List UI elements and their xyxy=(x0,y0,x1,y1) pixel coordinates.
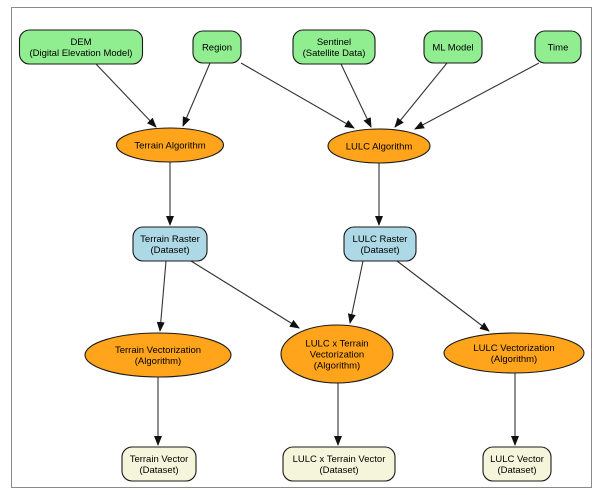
node-label: Region xyxy=(202,42,232,53)
edge-lulc-raster-to-lulc-x-terrain-vectorization xyxy=(347,260,364,324)
node-label: ML Model xyxy=(432,42,473,53)
node-label: LULC x Terrain Vector xyxy=(293,454,386,465)
node-lulc-vectorization: LULC Vectorization(Algorithm) xyxy=(443,332,585,374)
node-label: LULC Vector xyxy=(490,454,544,465)
node-time: Time xyxy=(534,30,582,64)
edges-layer xyxy=(95,62,540,446)
ellipse-shape xyxy=(115,127,225,163)
node-label: Sentinel xyxy=(317,37,351,48)
edge-terrain-raster-to-terrain-vectorization xyxy=(156,260,167,332)
node-label: (Dataset) xyxy=(497,465,536,476)
node-label: LULC Algorithm xyxy=(346,141,413,152)
edge-ml-model-to-lulc-algorithm xyxy=(394,62,448,128)
node-label: Terrain Algorithm xyxy=(134,140,205,151)
rounded-box-shape xyxy=(121,446,197,482)
rounded-box-shape xyxy=(18,29,144,65)
nodes-layer: DEM(Digital Elevation Model) Region Sentin… xyxy=(18,29,585,482)
node-region: Region xyxy=(192,30,242,64)
node-label: (Algorithm) xyxy=(314,360,360,371)
edge-sentinel-to-lulc-algorithm xyxy=(340,63,372,128)
node-label: Terrain Vectorization xyxy=(115,345,201,356)
node-label: LULC Raster xyxy=(353,234,408,245)
edge-lulc-raster-to-lulc-vectorization xyxy=(396,260,490,332)
node-lulc-vector: LULC Vector(Dataset) xyxy=(482,446,552,482)
node-label: (Dataset) xyxy=(319,465,358,476)
edge-time-to-lulc-algorithm xyxy=(414,62,540,130)
node-terrain-vector: Terrain Vector(Dataset) xyxy=(121,446,197,482)
node-label: DEM xyxy=(70,37,91,48)
edge-terrain-raster-to-lulc-x-terrain-vectorization xyxy=(190,260,300,329)
node-label: Time xyxy=(548,42,569,53)
node-terrain-algorithm: Terrain Algorithm xyxy=(115,127,225,163)
rounded-box-shape xyxy=(132,226,208,262)
diagram-border xyxy=(11,7,592,488)
node-sentinel: Sentinel(Satellite Data) xyxy=(292,29,376,65)
node-label: (Dataset) xyxy=(139,465,178,476)
ellipse-shape xyxy=(327,128,431,164)
node-ml-model: ML Model xyxy=(423,30,483,64)
rounded-box-shape xyxy=(482,446,552,482)
ellipse-shape xyxy=(443,332,585,374)
rounded-box-shape xyxy=(192,30,242,64)
rounded-box-shape xyxy=(282,446,396,482)
edge-dem-to-terrain-algorithm xyxy=(95,63,157,128)
node-label: Vectorization xyxy=(310,349,364,360)
rounded-box-shape xyxy=(292,29,376,65)
node-label: (Dataset) xyxy=(150,245,189,256)
edge-region-to-lulc-algorithm xyxy=(240,62,355,129)
node-label: (Digital Elevation Model) xyxy=(30,48,133,59)
node-label: (Algorithm) xyxy=(491,354,537,365)
node-label: Terrain Vector xyxy=(130,454,189,465)
node-label: LULC x Terrain xyxy=(305,338,368,349)
node-label: (Dataset) xyxy=(360,245,399,256)
node-terrain-raster: Terrain Raster(Dataset) xyxy=(132,226,208,262)
rounded-box-shape xyxy=(534,30,582,64)
node-lulc-x-terrain-vector: LULC x Terrain Vector(Dataset) xyxy=(282,446,396,482)
node-label: Terrain Raster xyxy=(140,234,200,245)
node-label: LULC Vectorization xyxy=(473,343,554,354)
rounded-box-shape xyxy=(423,30,483,64)
rounded-box-shape xyxy=(343,226,417,262)
node-terrain-vectorization: Terrain Vectorization(Algorithm) xyxy=(84,332,232,378)
node-label: (Algorithm) xyxy=(135,356,181,367)
node-lulc-algorithm: LULC Algorithm xyxy=(327,128,431,164)
edge-region-to-terrain-algorithm xyxy=(182,62,211,127)
ellipse-shape xyxy=(84,332,232,378)
node-dem: DEM(Digital Elevation Model) xyxy=(18,29,144,65)
node-label: (Satellite Data) xyxy=(303,48,366,59)
node-lulc-raster: LULC Raster(Dataset) xyxy=(343,226,417,262)
ellipse-shape xyxy=(280,324,394,384)
